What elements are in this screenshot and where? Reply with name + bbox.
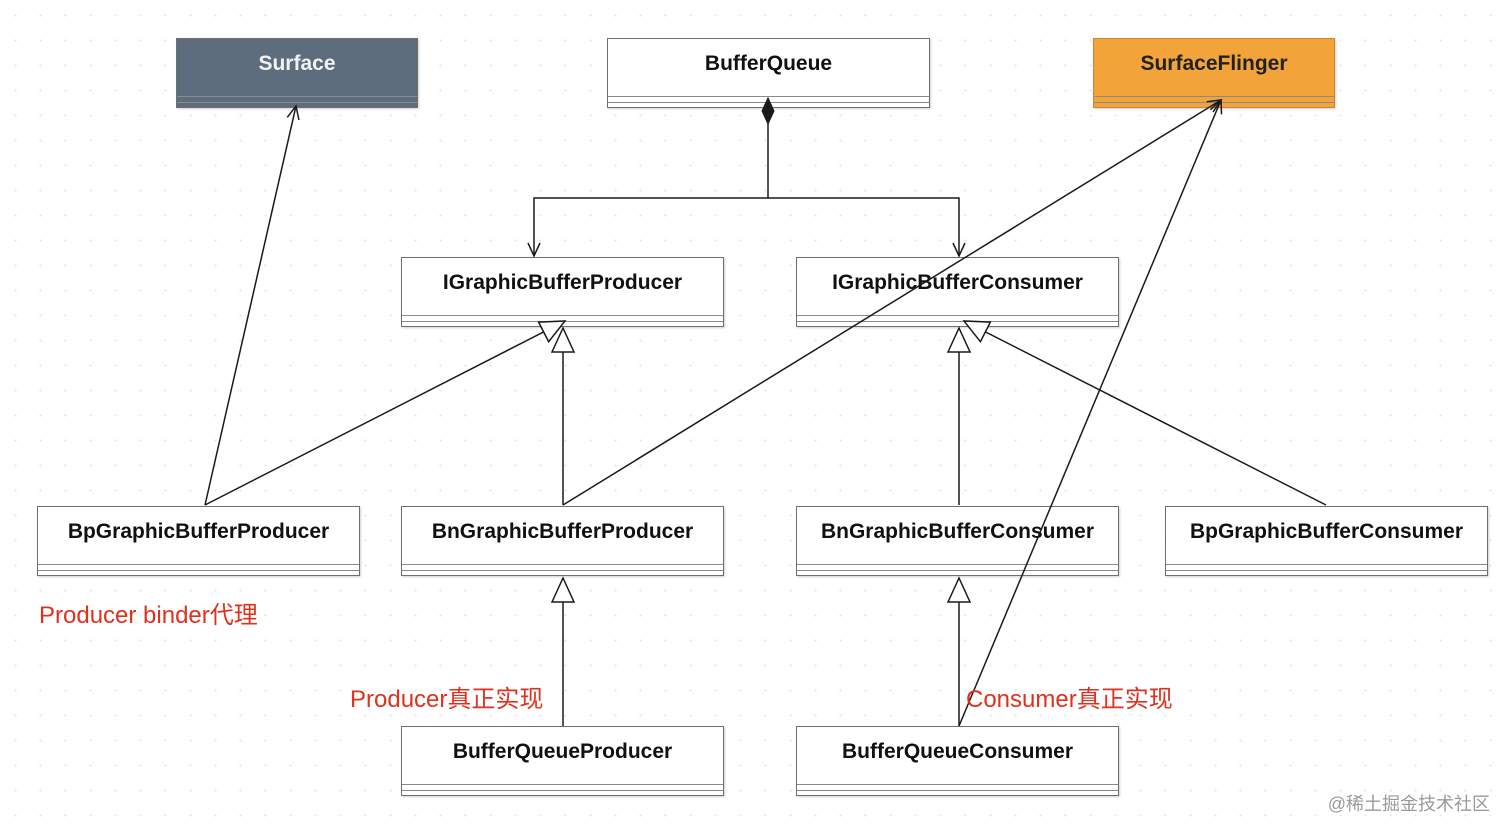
class-divider <box>797 790 1118 791</box>
class-name: Surface <box>258 52 336 75</box>
bp-producer-implements-interface <box>204 321 565 506</box>
class-buffer-queue-producer[interactable]: BufferQueueProducer <box>401 726 724 796</box>
class-divider <box>402 564 723 565</box>
class-name: BufferQueue <box>704 52 833 75</box>
class-name: IGraphicBufferProducer <box>442 271 683 294</box>
class-surface[interactable]: Surface <box>176 38 418 108</box>
class-divider <box>38 564 359 565</box>
class-bn-graphic-buffer-consumer[interactable]: BnGraphicBufferConsumer <box>796 506 1119 576</box>
class-name: BufferQueueProducer <box>452 740 673 763</box>
class-divider <box>177 96 417 97</box>
class-divider <box>797 784 1118 785</box>
class-divider <box>797 564 1118 565</box>
buffer-queue-consumer-to-surfaceflinger-arrow <box>958 98 1223 727</box>
class-name: BufferQueueConsumer <box>841 740 1074 763</box>
class-name: IGraphicBufferConsumer <box>832 271 1083 294</box>
note-producer-real-impl: Producer真正实现 <box>350 686 544 713</box>
class-divider <box>402 784 723 785</box>
class-name: SurfaceFlinger <box>1140 52 1288 75</box>
class-divider <box>797 315 1118 316</box>
composition-to-consumer-interface <box>768 197 966 258</box>
class-bp-graphic-buffer-producer[interactable]: BpGraphicBufferProducer <box>37 506 360 576</box>
class-igraphic-buffer-producer[interactable]: IGraphicBufferProducer <box>401 257 724 327</box>
watermark: @稀土掘金技术社区 <box>1327 794 1490 814</box>
bp-producer-to-surface-arrow <box>204 104 300 506</box>
class-divider <box>1166 570 1487 571</box>
class-divider <box>1166 564 1487 565</box>
class-buffer-queue-consumer[interactable]: BufferQueueConsumer <box>796 726 1119 796</box>
class-divider <box>38 570 359 571</box>
class-name: BnGraphicBufferConsumer <box>820 520 1095 543</box>
class-divider <box>177 102 417 103</box>
note-producer-binder-proxy: Producer binder代理 <box>39 602 258 629</box>
class-name: BpGraphicBufferConsumer <box>1189 520 1464 543</box>
class-divider <box>402 570 723 571</box>
class-divider <box>608 96 929 97</box>
class-name: BnGraphicBufferProducer <box>431 520 694 543</box>
class-name: BpGraphicBufferProducer <box>67 520 330 543</box>
composition-to-producer-interface <box>527 197 768 258</box>
class-divider <box>1094 96 1334 97</box>
bn-producer-to-surfaceflinger-arrow <box>562 99 1223 506</box>
class-bp-graphic-buffer-consumer[interactable]: BpGraphicBufferConsumer <box>1165 506 1488 576</box>
class-divider <box>402 790 723 791</box>
class-divider <box>797 570 1118 571</box>
class-igraphic-buffer-consumer[interactable]: IGraphicBufferConsumer <box>796 257 1119 327</box>
bp-consumer-implements-interface <box>964 321 1327 506</box>
class-divider <box>797 321 1118 322</box>
note-consumer-real-impl: Consumer真正实现 <box>966 686 1173 713</box>
class-divider <box>402 315 723 316</box>
class-bn-graphic-buffer-producer[interactable]: BnGraphicBufferProducer <box>401 506 724 576</box>
